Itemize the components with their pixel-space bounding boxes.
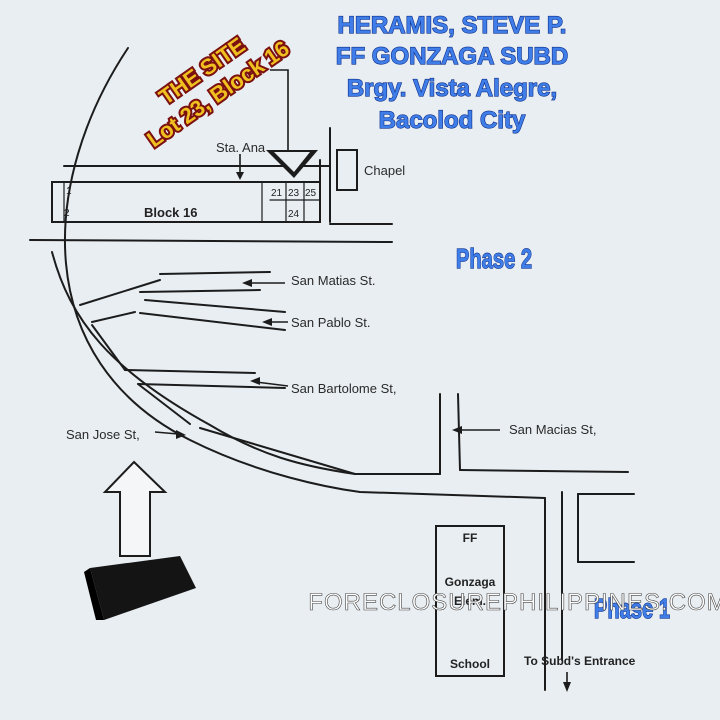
school-line-4: School (450, 657, 490, 671)
san-pablo-road (144, 299, 286, 313)
inner-curved-road (51, 251, 441, 475)
title-line-3: Brgy. Vista Alegre, (347, 75, 557, 102)
outer-curved-road (64, 47, 546, 499)
dark-block-face (84, 568, 104, 620)
block16-label: Block 16 (144, 205, 197, 220)
san-macias-arrow-head (452, 426, 462, 434)
lot-21-label: 21 (271, 188, 283, 199)
north-arrow-icon (102, 460, 168, 557)
school-box (435, 525, 505, 677)
san-jose-arrow (154, 431, 179, 435)
entrance-arrow-head (563, 682, 571, 692)
title-line-1: HERAMIS, STEVE P. (338, 12, 567, 39)
sta-ana-label: Sta. Ana (216, 140, 266, 155)
sta-ana-arrow-head (236, 172, 244, 180)
phase2-label: Phase 2 (456, 244, 532, 275)
san-macias-label: San Macias St, (509, 422, 596, 437)
san-matias-label: San Matias St. (291, 273, 376, 288)
san-bartolome-road (137, 383, 286, 389)
san-pablo-label: San Pablo St. (291, 315, 371, 330)
lot-2-label: 2 (64, 208, 70, 219)
san-matias-road (139, 289, 261, 293)
chapel-label: Chapel (364, 163, 405, 178)
san-bartolome-road (91, 324, 126, 371)
road-below-block16 (29, 239, 393, 243)
title-line-4: Bacolod City (379, 107, 526, 134)
san-pablo-arrow-head (262, 318, 272, 326)
san-pablo-road (139, 312, 286, 331)
san-bartolome-road (124, 369, 256, 374)
san-bartolome-arrow-head (250, 377, 260, 385)
san-bartolome-road (137, 383, 191, 425)
san-jose-arrow-head (176, 430, 186, 439)
site-pointer-inner (274, 152, 310, 172)
entrance-label: To Subd's Entrance (524, 654, 636, 668)
san-matias-road (159, 271, 271, 275)
san-matias-arrow-head (242, 279, 252, 287)
san-bartolome-arrow (255, 381, 289, 387)
school-line-3: Elem. (454, 594, 486, 608)
title-line-2: FF GONZAGA SUBD (336, 43, 568, 70)
san-jose-road (199, 427, 356, 475)
watermark: FORECLOSUREPHILIPPINES.COM (308, 589, 720, 616)
san-bartolome-label: San Bartolome St, (291, 381, 397, 396)
san-macias-road (459, 469, 629, 473)
san-matias-road (79, 279, 161, 306)
phase1-label: Phase 1 (594, 594, 670, 625)
lot-23-label: 23 (288, 188, 300, 199)
school-line-2: Gonzaga (445, 575, 496, 589)
school-line-1: FF (463, 531, 478, 545)
lot-25-label: 25 (305, 188, 317, 199)
site-pointer (270, 69, 289, 150)
lot-24-label: 24 (288, 209, 300, 220)
san-jose-label: San Jose St, (66, 427, 140, 442)
lot-1-label: 1 (66, 186, 72, 197)
san-pablo-road (91, 311, 136, 323)
chapel-box (336, 149, 358, 191)
dark-block (90, 556, 196, 620)
